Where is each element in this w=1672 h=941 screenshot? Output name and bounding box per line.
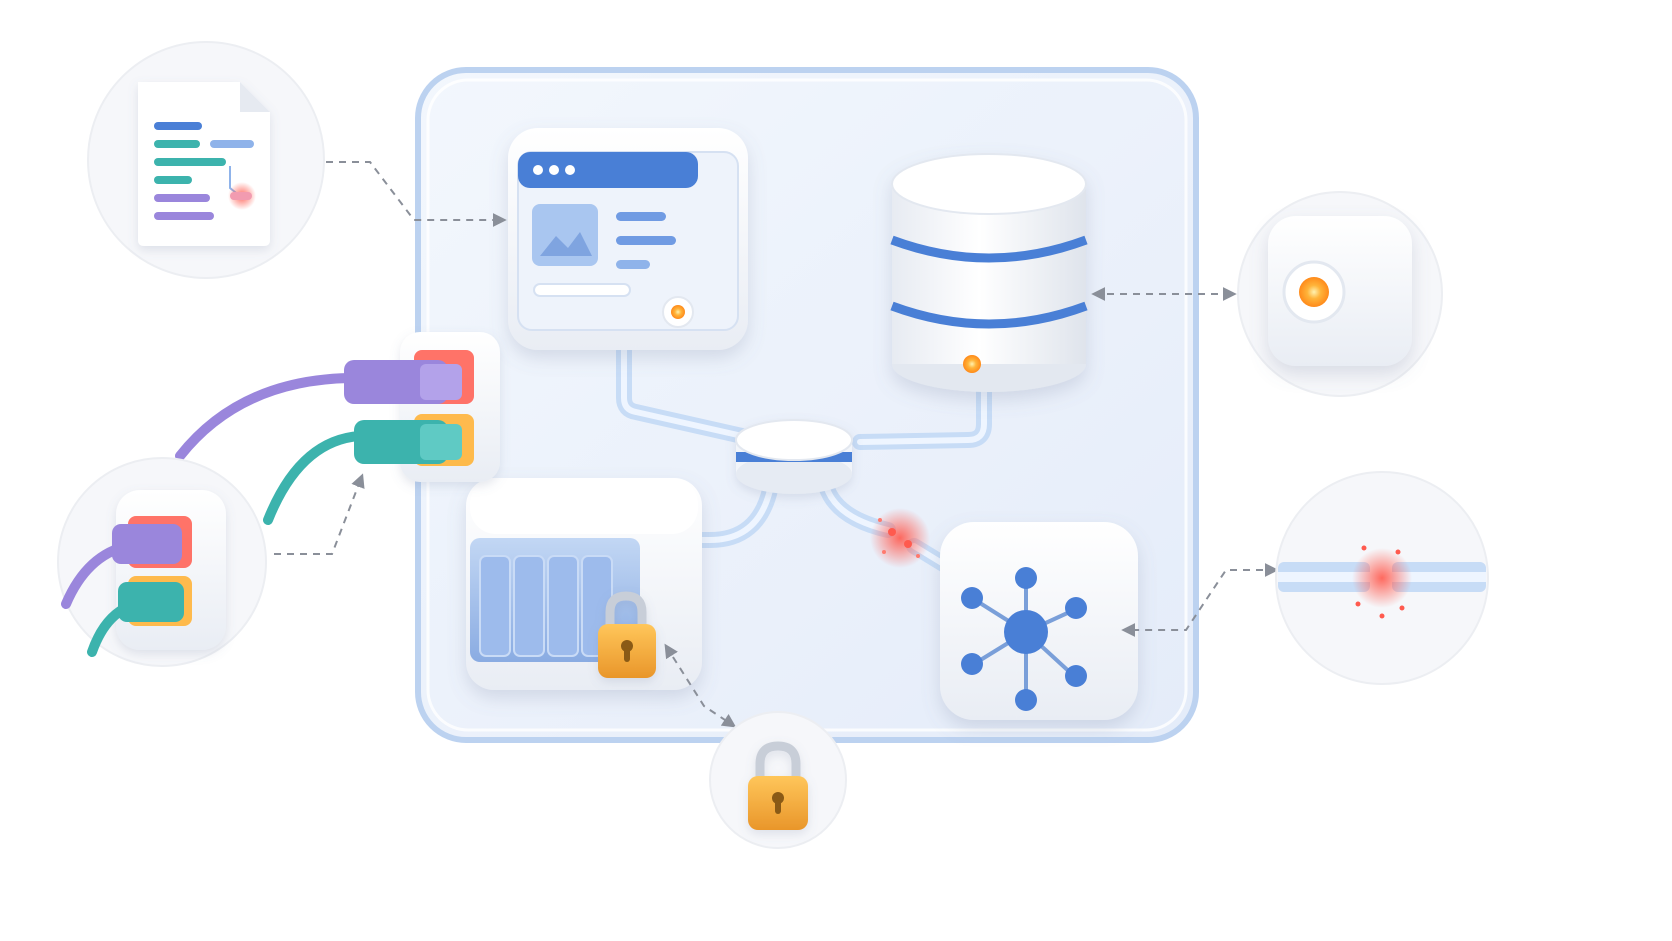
teal-cable xyxy=(263,431,365,525)
callout-code-document xyxy=(87,41,325,279)
callout-status-led xyxy=(1237,191,1443,397)
callout-broken-pipe xyxy=(1275,471,1489,685)
padlock-icon xyxy=(598,591,656,678)
network-node-tile xyxy=(940,522,1138,720)
callout-padlock xyxy=(709,711,847,849)
callout-line-ports xyxy=(274,473,365,555)
database-cylinder-icon xyxy=(891,153,1087,215)
app-window-tile xyxy=(508,128,748,350)
storage-cabinet xyxy=(466,478,702,690)
image-placeholder-icon xyxy=(532,204,598,266)
purple-plug xyxy=(344,360,462,404)
teal-plug xyxy=(354,420,462,464)
callout-line-document xyxy=(326,161,507,227)
purple-cable xyxy=(175,373,355,461)
database-status-led xyxy=(963,355,981,373)
callout-line-lock xyxy=(664,643,737,728)
central-hub xyxy=(735,419,853,494)
database-cylinder xyxy=(890,153,1088,392)
broken-link-alert xyxy=(870,508,930,568)
cables xyxy=(175,373,365,525)
hub-disc-icon xyxy=(735,419,853,461)
callout-connectors xyxy=(274,161,1279,728)
callout-connector-ports xyxy=(57,457,267,667)
browser-window-icon xyxy=(518,152,698,188)
